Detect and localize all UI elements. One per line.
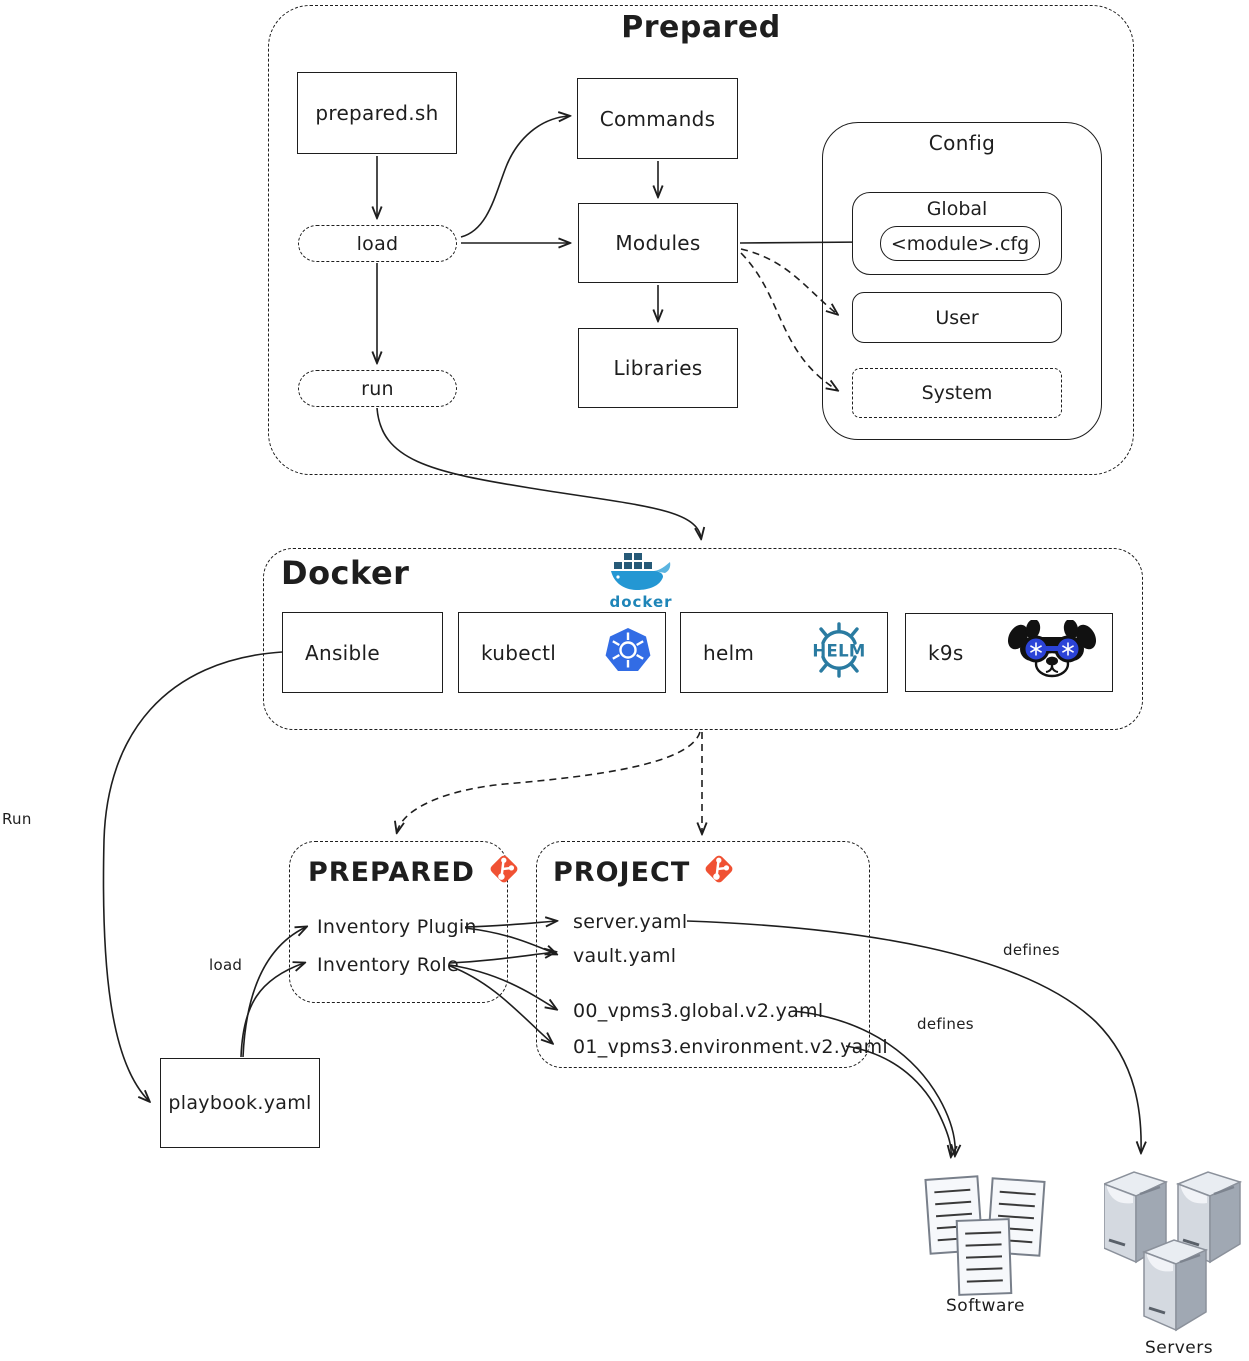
ansible-label: Ansible [305, 640, 380, 665]
docker-logo: docker [598, 551, 684, 611]
item-server-yaml: server.yaml [573, 911, 688, 933]
item-inventory-role: Inventory Role [317, 954, 459, 976]
item-vault-yaml: vault.yaml [573, 945, 677, 967]
prepared-repo-title-text: PREPARED [308, 857, 475, 888]
prepared-container-title: Prepared [621, 10, 781, 45]
docker-title: Docker [281, 554, 410, 592]
node-libraries: Libraries [578, 328, 738, 408]
docker-wordmark: docker [609, 593, 673, 611]
software-documents-icon [924, 1175, 1046, 1296]
arrow-01yaml-to-software [845, 1045, 951, 1156]
edge-label-run: Run [2, 810, 32, 828]
docker-tool-ansible: Ansible [282, 612, 443, 693]
node-run: run [298, 370, 457, 407]
arrow-ansible-run-to-playbook [102, 651, 283, 1101]
kubernetes-icon [605, 627, 651, 678]
edge-label-defines-software: defines [917, 1015, 974, 1033]
node-commands: Commands [577, 78, 738, 159]
config-container [822, 122, 1102, 440]
docker-tool-k9s: k9s [905, 613, 1113, 692]
config-user-box: User [852, 292, 1062, 343]
item-inventory-plugin: Inventory Plugin [317, 916, 477, 938]
project-repo-title-text: PROJECT [553, 857, 691, 888]
helm-label: helm [703, 640, 755, 665]
item-01-vpms3-environment-yaml: 01_vpms3.environment.v2.yaml [573, 1036, 889, 1058]
docker-container [263, 548, 1143, 730]
project-repo-container [536, 841, 870, 1068]
config-system-box: System [852, 368, 1062, 418]
prepared-repo-container [289, 841, 508, 1003]
project-repo-title: PROJECT [553, 850, 738, 895]
node-prepared-sh: prepared.sh [297, 72, 457, 154]
docker-tool-kubectl: kubectl [458, 612, 666, 693]
git-icon [700, 850, 738, 895]
item-00-vpms3-global-yaml: 00_vpms3.global.v2.yaml [573, 1000, 824, 1022]
docker-whale-icon [611, 553, 671, 590]
kubectl-label: kubectl [481, 640, 557, 665]
helm-wheel-icon: HELM [805, 622, 873, 683]
servers-icon [1104, 1170, 1242, 1332]
prepared-container [268, 5, 1134, 475]
docker-tool-helm: helm HELM [680, 612, 888, 693]
arrow-docker-to-prepared-repo [397, 731, 701, 832]
node-playbook-yaml: playbook.yaml [160, 1058, 320, 1148]
git-icon [485, 850, 523, 895]
prepared-repo-title: PREPARED [308, 850, 523, 895]
servers-label: Servers [1145, 1338, 1214, 1358]
config-global-label: Global [926, 198, 988, 220]
software-label: Software [946, 1296, 1025, 1316]
node-modules: Modules [578, 203, 738, 283]
k9s-dog-icon [1006, 619, 1098, 685]
config-title: Config [928, 131, 996, 155]
edge-label-load: load [209, 956, 243, 974]
config-module-cfg-box: <module>.cfg [880, 226, 1040, 261]
helm-logo-text: HELM [812, 642, 865, 661]
edge-label-defines-servers: defines [1003, 941, 1060, 959]
node-load: load [298, 225, 457, 262]
k9s-label: k9s [928, 640, 964, 665]
